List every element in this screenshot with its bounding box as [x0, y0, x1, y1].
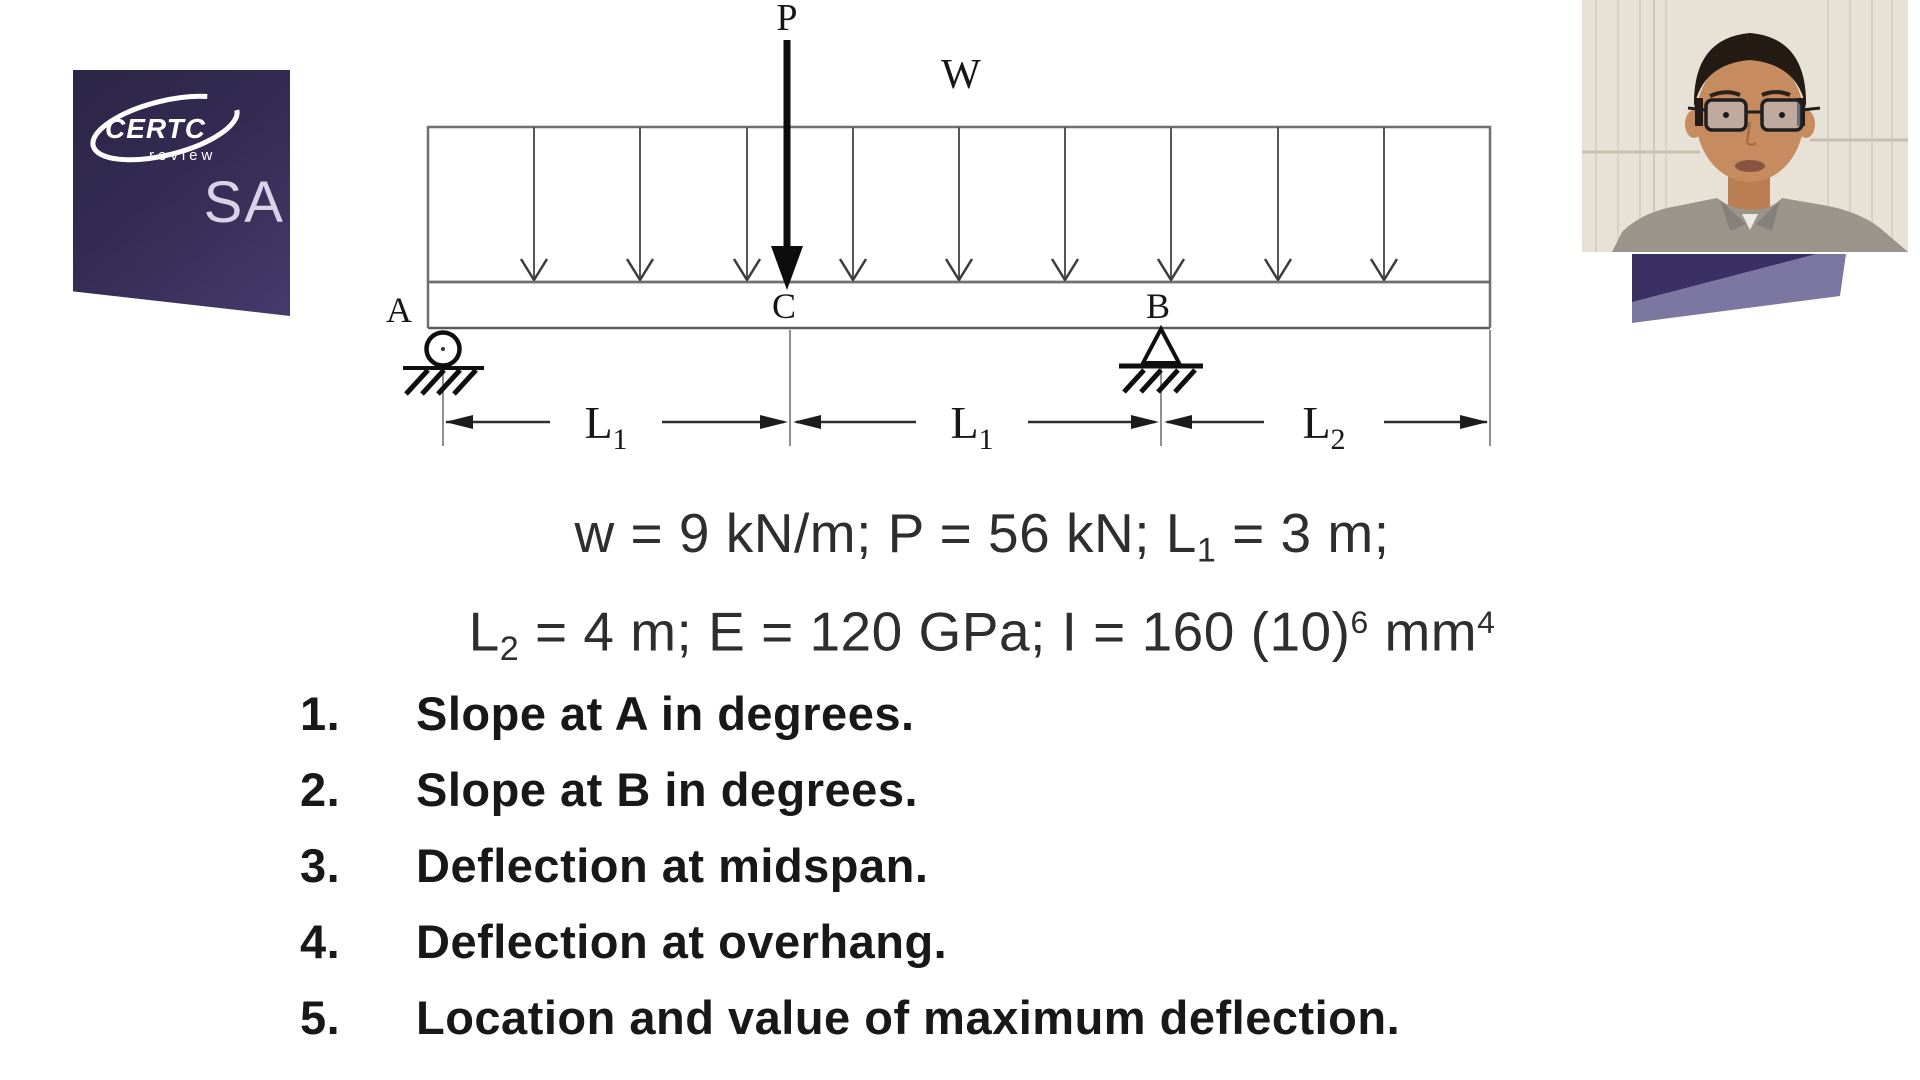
decorative-ribbon [1632, 254, 1846, 323]
course-code-label: SA [203, 170, 285, 235]
question-text: Location and value of maximum deflection… [416, 991, 1401, 1044]
logo-tagline-text: review [149, 147, 216, 164]
question-item: 5. Location and value of maximum deflect… [300, 990, 1400, 1045]
given-values: w = 9 kN/m; P = 56 kN; L1 = 3 m; L2 = 4 … [44, 498, 1920, 685]
question-item: 2. Slope at B in degrees. [300, 762, 1400, 817]
question-item: 1. Slope at A in degrees. [300, 686, 1400, 741]
presenter-illustration [1582, 0, 1908, 252]
given-line-1: w = 9 kN/m; P = 56 kN; L1 = 3 m; [574, 502, 1390, 570]
distributed-load-label: W [941, 52, 981, 98]
dim-label-l1-left: L1 [584, 397, 627, 456]
pin-support-b [1119, 324, 1203, 394]
question-text: Deflection at overhang. [416, 915, 948, 968]
question-number: 3. [300, 839, 341, 892]
logo-brand-text: CERTC [105, 113, 206, 144]
question-item: 4. Deflection at overhang. [300, 914, 1400, 969]
point-load-arrow [771, 40, 803, 290]
question-number: 1. [300, 687, 341, 740]
support-b-label: B [1146, 286, 1170, 326]
support-a-label: A [386, 290, 412, 330]
dim-label-l2: L2 [1302, 397, 1345, 456]
question-text: Slope at B in degrees. [416, 763, 919, 816]
question-text: Slope at A in degrees. [416, 687, 915, 740]
question-number: 4. [300, 915, 341, 968]
beam-diagram: P W A C B [386, 0, 1492, 456]
certc-swoosh-logo: CERTC review [90, 93, 240, 164]
presenter-hair [1693, 33, 1807, 108]
question-number: 5. [300, 991, 341, 1044]
beam-body [426, 280, 1492, 330]
presenter-face [1696, 54, 1804, 182]
dim-label-l1-right: L1 [950, 397, 993, 456]
roller-support-a [403, 330, 484, 396]
presenter-glasses [1687, 98, 1821, 132]
question-number: 2. [300, 763, 341, 816]
midspan-c-label: C [772, 286, 796, 326]
presenter-mouth [1735, 160, 1765, 172]
question-text: Deflection at midspan. [416, 839, 929, 892]
question-item: 3. Deflection at midspan. [300, 838, 1400, 893]
question-list: 1. Slope at A in degrees. 2. Slope at B … [300, 686, 1400, 1066]
point-load-label: P [776, 0, 797, 39]
presenter-webcam-video [1582, 0, 1908, 252]
distributed-load-arrows [519, 127, 1399, 283]
dimension-lines [445, 415, 1488, 429]
given-line-2: L2 = 4 m; E = 120 GPa; I = 160 (10)6 mm4 [468, 600, 1496, 668]
certc-review-logo: CERTC review SA [73, 70, 290, 316]
